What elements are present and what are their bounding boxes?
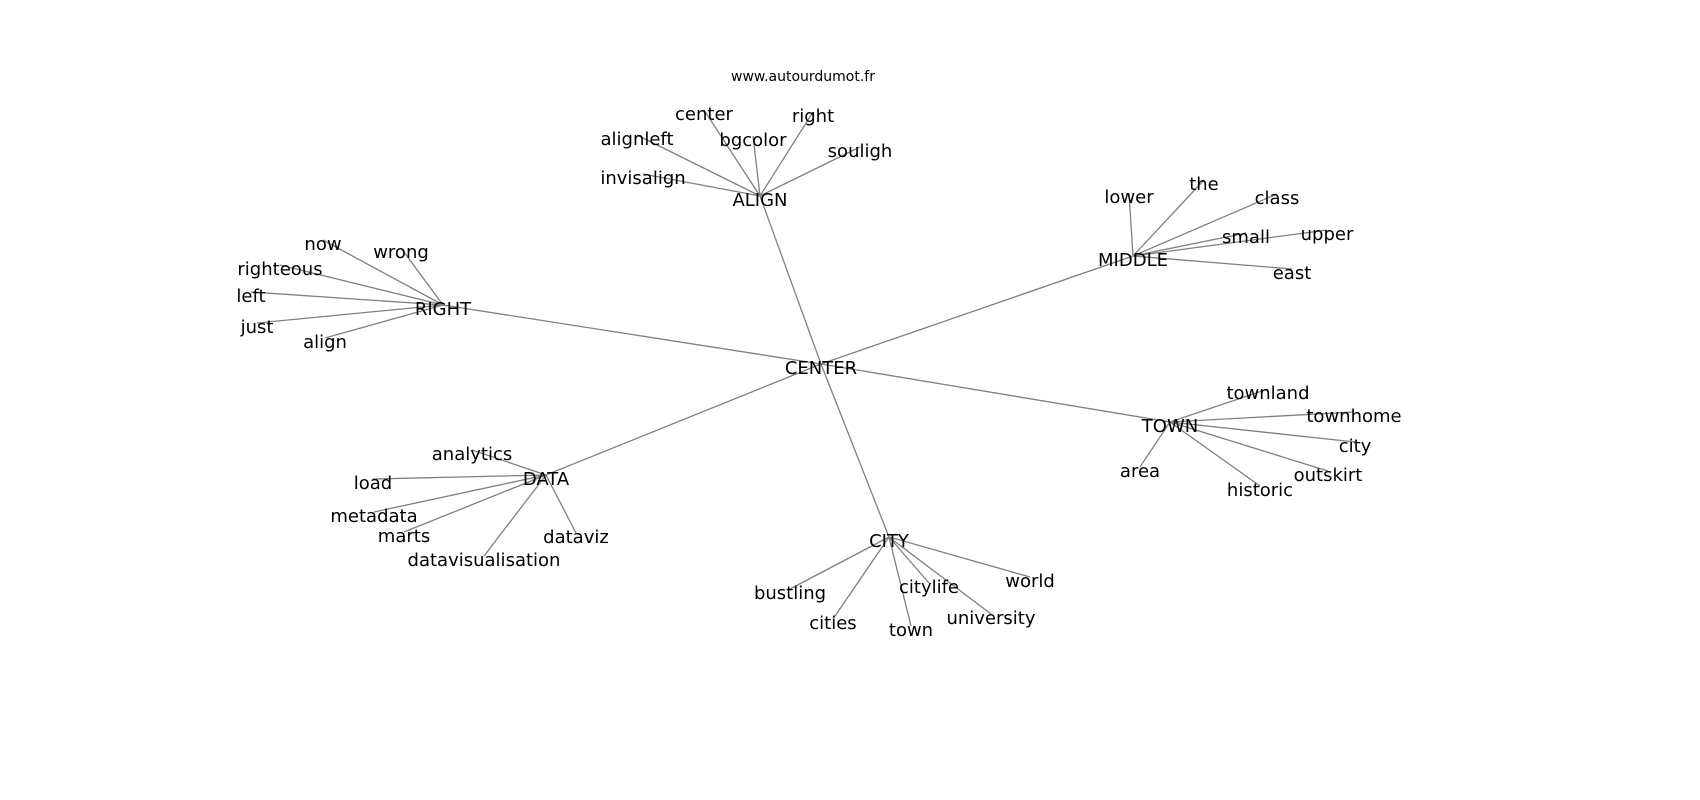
graph-edge — [250, 291, 444, 306]
graph-edge — [759, 146, 861, 197]
leaf-node-label: world — [1005, 571, 1055, 592]
graph-edge — [759, 111, 814, 197]
graph-edge — [1169, 421, 1329, 472]
leaf-node-label: townland — [1226, 383, 1309, 404]
leaf-node-label: class — [1255, 188, 1300, 209]
hub-node-label: TOWN — [1141, 416, 1198, 437]
leaf-node-label: souligh — [828, 141, 893, 162]
graph-edge — [372, 474, 547, 480]
hub-node-label: ALIGN — [732, 190, 787, 211]
leaf-node-label: alignleft — [600, 129, 673, 150]
leaf-node-label: town — [889, 620, 933, 641]
leaf-node-label: area — [1120, 461, 1160, 482]
leaf-node-label: bgcolor — [719, 130, 787, 151]
graph-edge — [1169, 411, 1355, 423]
leaf-node-label: datavisualisation — [408, 550, 561, 571]
leaf-node-label: upper — [1301, 224, 1354, 245]
leaf-node-label: outskirt — [1294, 465, 1363, 486]
leaf-node-label: just — [240, 317, 274, 338]
graph-edge — [759, 195, 822, 365]
leaf-node-label: townhome — [1306, 406, 1401, 427]
leaf-node-label: left — [236, 286, 265, 307]
source-title: www.autourdumot.fr — [731, 69, 875, 85]
leaf-node-label: university — [946, 608, 1035, 629]
hub-node-label: RIGHT — [415, 299, 472, 320]
graph-edge — [1169, 421, 1261, 487]
graph-edge — [1128, 192, 1134, 257]
graph-edge — [703, 109, 761, 197]
graph-edge — [471, 449, 547, 476]
hub-node-label: DATA — [523, 469, 570, 490]
graph-edge — [1132, 229, 1328, 257]
graph-edge — [1132, 232, 1247, 257]
graph-edge — [1169, 421, 1356, 443]
leaf-node-label: east — [1273, 263, 1312, 284]
graph-edge — [1132, 179, 1205, 257]
leaf-node-label: load — [354, 473, 392, 494]
graph-edge — [642, 173, 761, 197]
graph-edge — [403, 474, 547, 533]
leaf-node-label: wrong — [373, 242, 429, 263]
graph-edge — [888, 536, 930, 584]
graph-edge — [256, 304, 444, 324]
leaf-node-label: metadata — [330, 506, 417, 527]
leaf-node-label: invisalign — [600, 168, 685, 189]
leaf-node-label: historic — [1227, 480, 1293, 501]
graph-edge — [400, 247, 444, 306]
hub-node-label: MIDDLE — [1098, 250, 1168, 271]
graph-edge — [888, 536, 912, 627]
graph-edge — [322, 239, 444, 306]
leaf-node-label: align — [303, 332, 347, 353]
leaf-node-label: the — [1189, 174, 1219, 195]
graph-edge — [1169, 388, 1269, 423]
leaf-node-label: lower — [1104, 187, 1154, 208]
graph-edge — [636, 134, 761, 197]
leaf-node-label: righteous — [237, 259, 322, 280]
root-node-label: CENTER — [785, 358, 857, 379]
leaf-node-label: citylife — [899, 577, 959, 598]
graph-edge — [373, 474, 547, 513]
leaf-node-label: small — [1222, 227, 1270, 248]
graph-edge — [545, 363, 822, 476]
graph-edge — [832, 536, 890, 620]
graph-edge — [888, 536, 1031, 578]
graph-edge — [752, 135, 761, 197]
graph-edge — [1132, 193, 1278, 257]
graph-edge — [789, 536, 890, 590]
leaf-node-label: analytics — [432, 444, 512, 465]
graph-edge — [279, 264, 444, 306]
graph-edge — [820, 363, 1171, 423]
graph-edge — [820, 255, 1134, 365]
graph-edge — [324, 304, 444, 339]
leaf-node-label: center — [675, 104, 734, 125]
graph-edge — [888, 536, 992, 615]
graph-edge — [1132, 255, 1293, 270]
leaf-node-label: bustling — [754, 583, 826, 604]
leaf-node-label: city — [1339, 436, 1372, 457]
graph-edge — [545, 474, 577, 534]
leaf-node-label: cities — [809, 613, 856, 634]
leaf-node-label: marts — [378, 526, 430, 547]
leaf-node-label: right — [792, 106, 834, 127]
leaf-node-label: now — [304, 234, 341, 255]
graph-edge — [1139, 421, 1171, 468]
leaf-node-label: dataviz — [543, 527, 609, 548]
hub-node-label: CITY — [869, 531, 910, 552]
graph-edge — [820, 363, 890, 538]
graph-edge — [483, 474, 547, 557]
graph-edge — [442, 304, 822, 365]
